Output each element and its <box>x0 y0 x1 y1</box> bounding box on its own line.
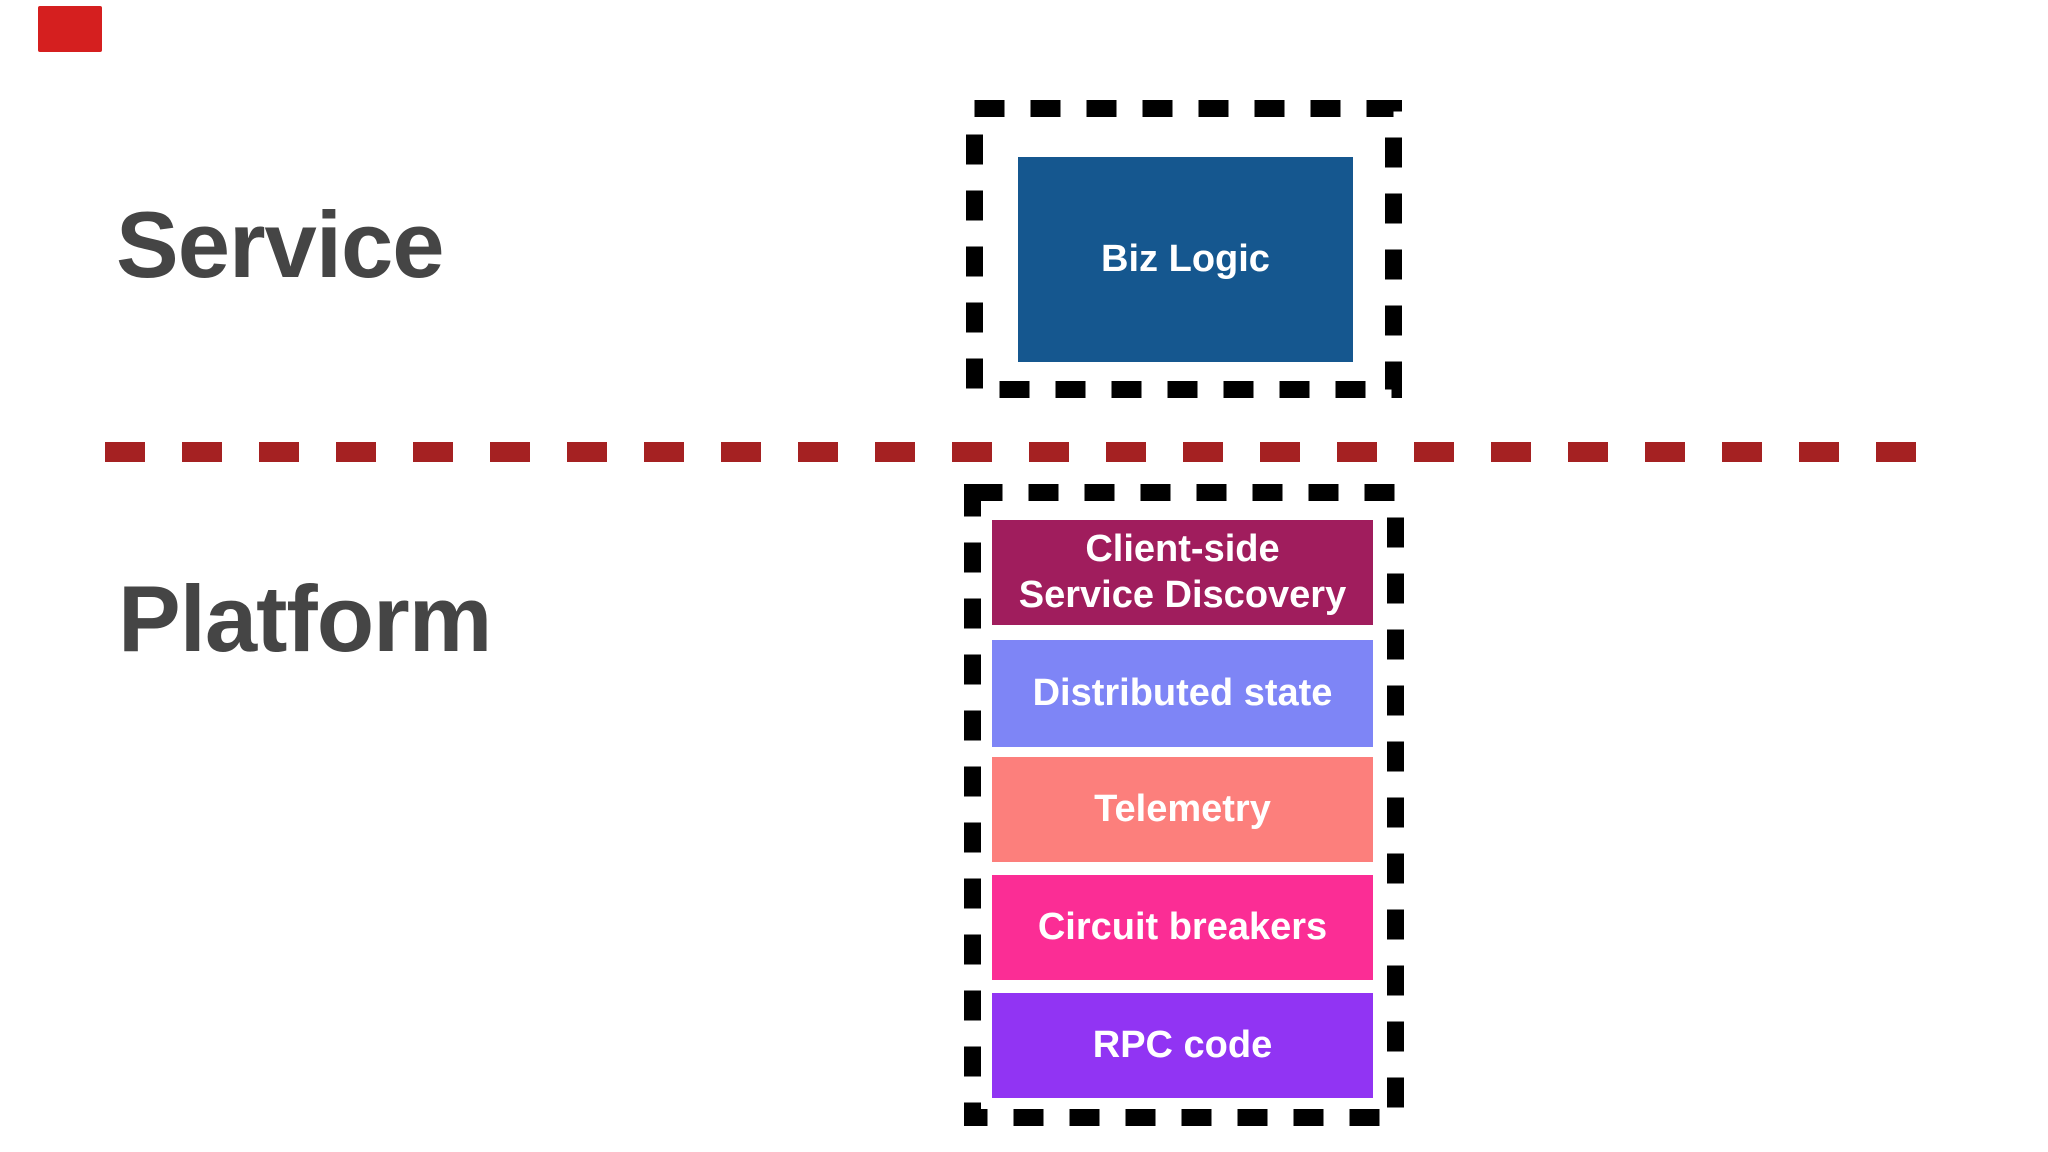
service-platform-divider <box>105 442 1920 462</box>
platform-layer-client-side-service-discovery: Client-side Service Discovery <box>992 520 1373 625</box>
platform-layer-label: Telemetry <box>1094 787 1271 830</box>
platform-layer-label: RPC code <box>1092 1023 1273 1066</box>
platform-section-label: Platform <box>118 566 492 671</box>
biz-logic-box: Biz Logic <box>1018 157 1353 362</box>
service-section-label: Service <box>116 192 445 297</box>
platform-dashed-boundary <box>964 484 1404 1126</box>
platform-layer-label: Circuit breakers <box>1037 905 1328 948</box>
platform-layer-telemetry: Telemetry <box>992 757 1373 862</box>
service-dashed-boundary <box>966 100 1402 398</box>
platform-dashed-rect <box>964 484 1404 1126</box>
service-dashed-rect <box>966 100 1402 398</box>
platform-layer-label: Client-side Service Discovery <box>1018 527 1347 616</box>
platform-layer-circuit-breakers: Circuit breakers <box>992 875 1373 980</box>
platform-layer-label: Distributed state <box>1032 671 1333 714</box>
platform-layer-distributed-state: Distributed state <box>992 640 1373 747</box>
red-corner-mark <box>38 6 102 52</box>
biz-logic-label: Biz Logic <box>1101 237 1270 280</box>
platform-layer-rpc-code: RPC code <box>992 993 1373 1098</box>
